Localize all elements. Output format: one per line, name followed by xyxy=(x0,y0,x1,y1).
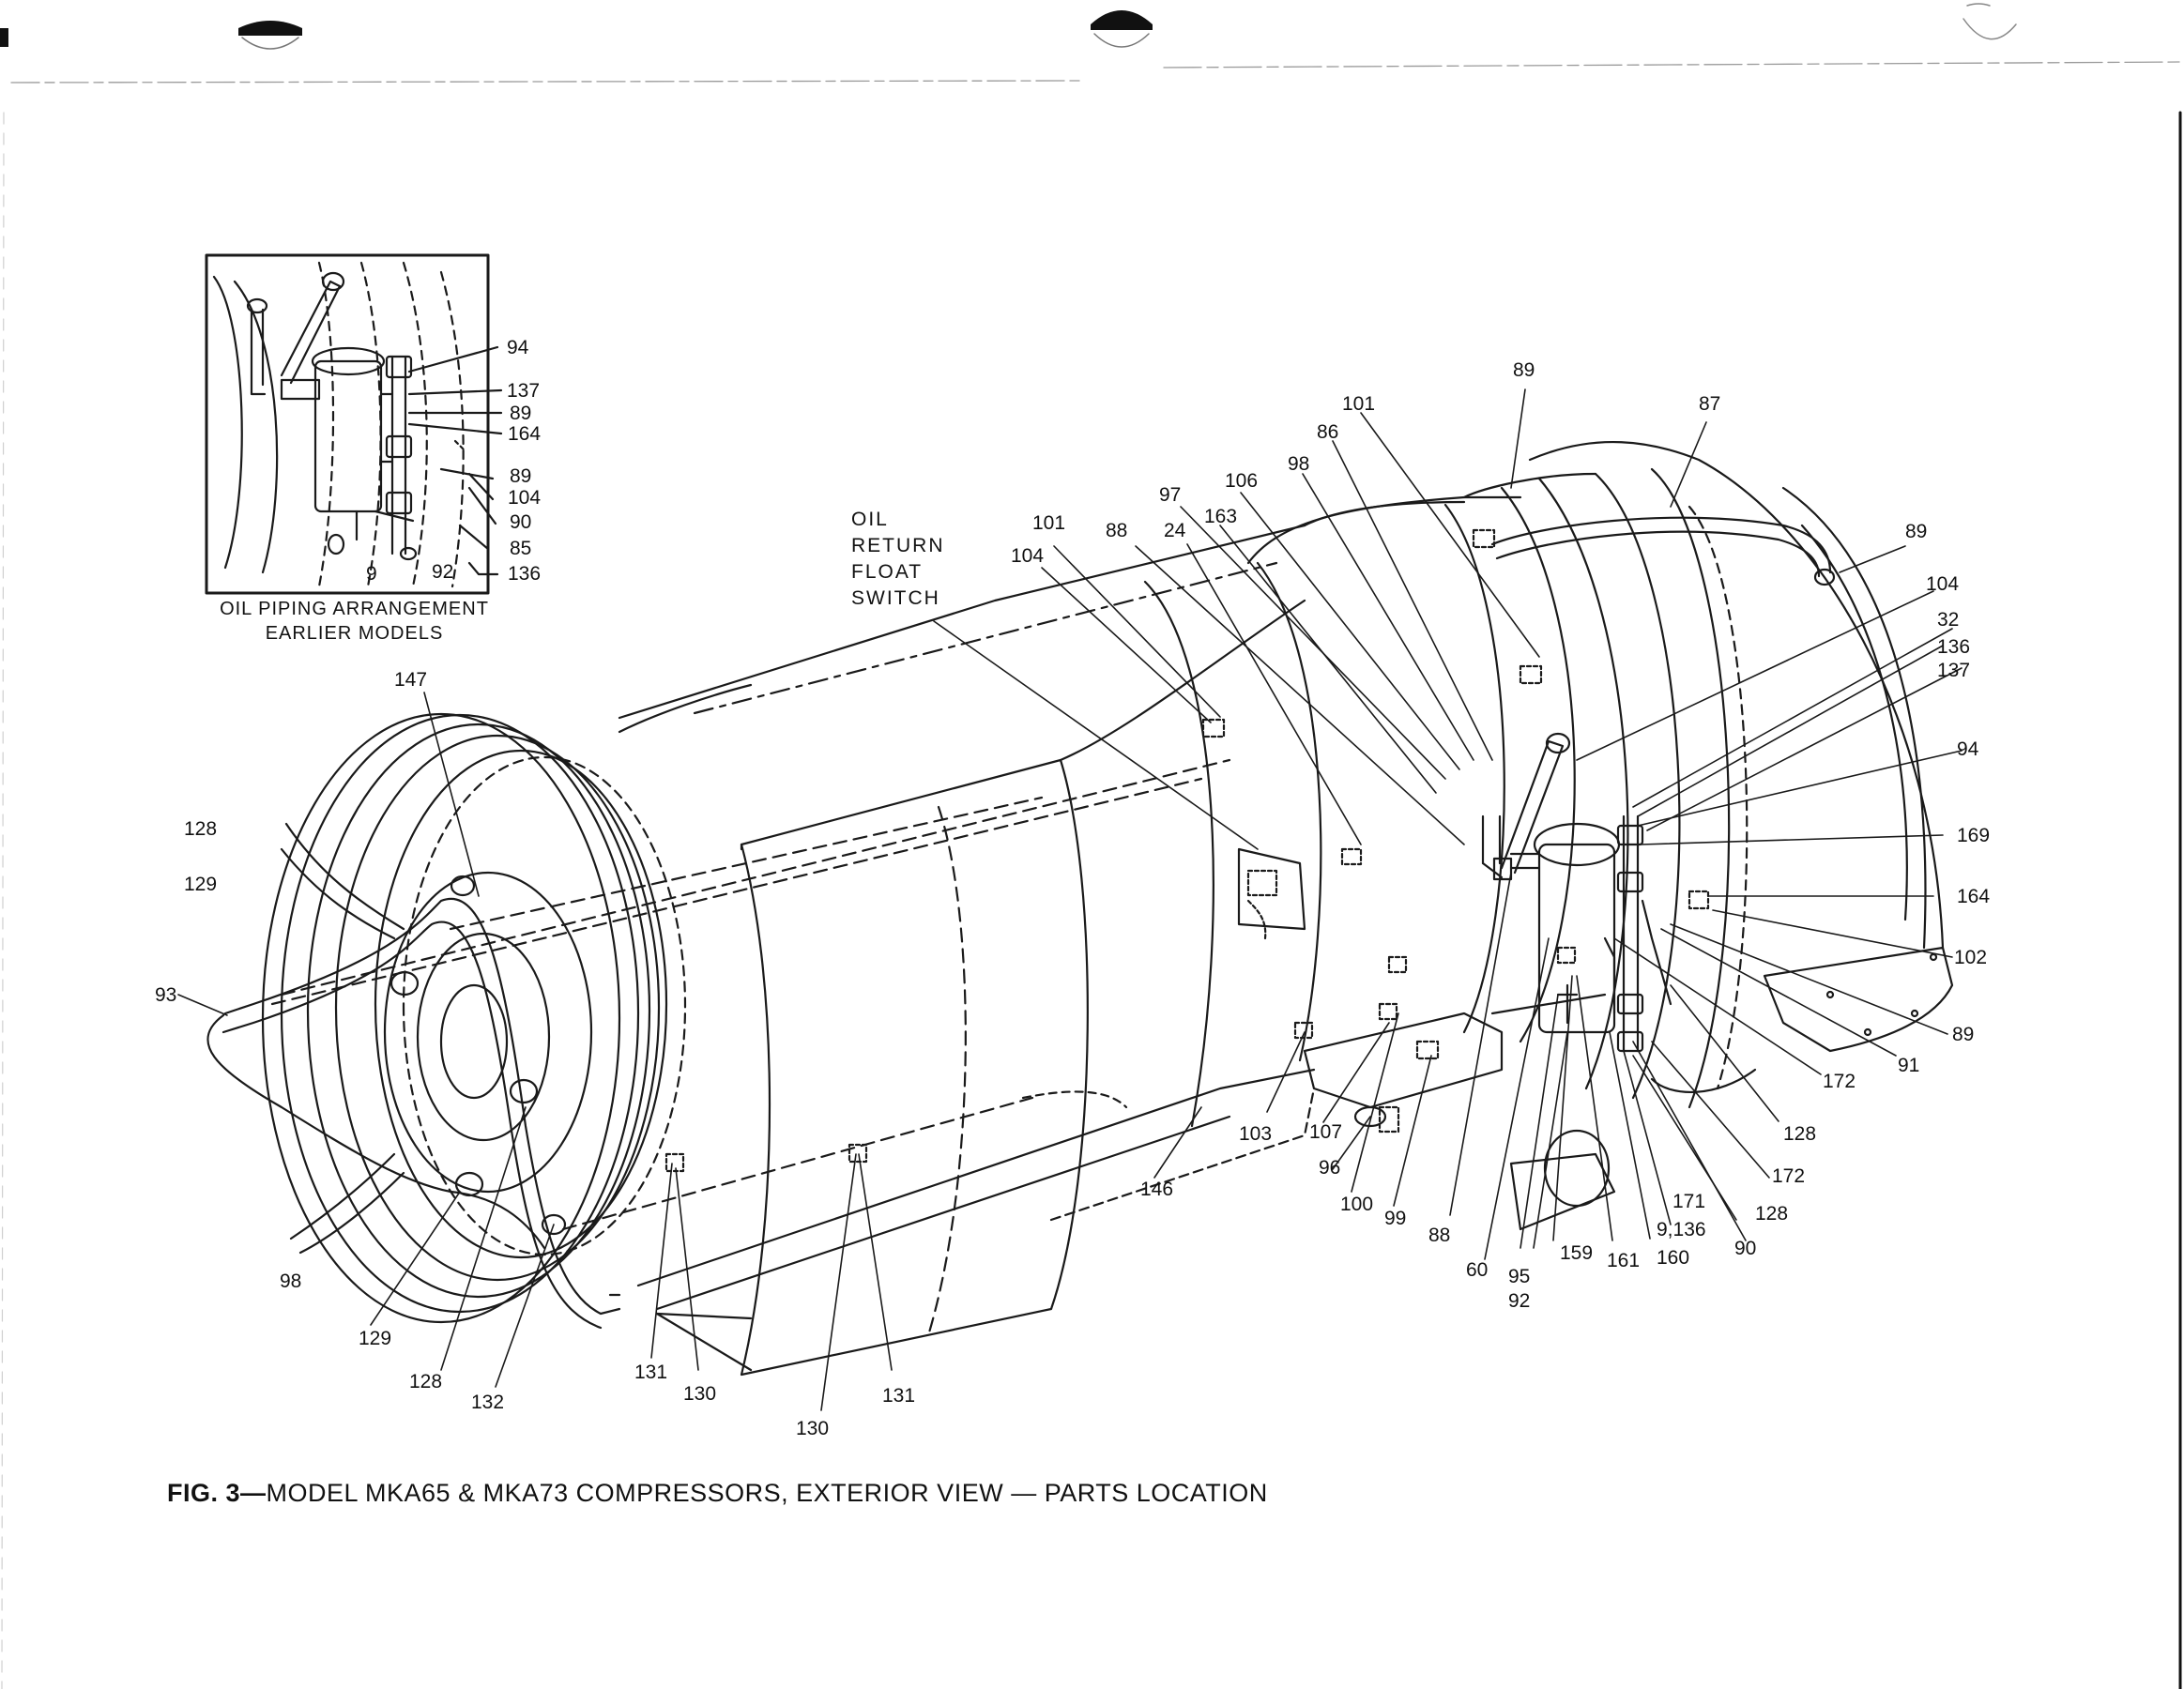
callout: 97 xyxy=(1159,484,1182,506)
inset-caption-line2: EARLIER MODELS xyxy=(265,623,444,644)
callout: 32 xyxy=(1937,609,1960,631)
callout: 90 xyxy=(1734,1238,1757,1259)
callout: 86 xyxy=(1317,421,1339,443)
callout: 169 xyxy=(1957,825,1991,846)
figure-number: FIG. 3— xyxy=(167,1479,267,1507)
inset-label-85: 85 xyxy=(510,538,532,559)
callout: 129 xyxy=(184,874,218,895)
callout: 89 xyxy=(1513,359,1535,381)
callout: 136 xyxy=(1937,636,1971,658)
callout: 95 xyxy=(1508,1266,1531,1287)
callout: 147 xyxy=(394,669,428,691)
inset-caption-line1: OIL PIPING ARRANGEMENT xyxy=(220,599,489,619)
callout: 98 xyxy=(1288,453,1310,475)
callout: 98 xyxy=(280,1271,302,1292)
callout: 159 xyxy=(1560,1242,1594,1264)
callout: 9,136 xyxy=(1657,1219,1706,1240)
oil-return-float-switch-label: OIL RETURN FLOAT SWITCH xyxy=(851,507,945,612)
callout: 91 xyxy=(1898,1055,1920,1076)
callout: 130 xyxy=(796,1418,830,1439)
callout: 106 xyxy=(1225,470,1259,492)
callout: 146 xyxy=(1140,1179,1174,1200)
callout: 92 xyxy=(1508,1290,1531,1312)
inset-label-94: 94 xyxy=(507,337,529,358)
callout: 88 xyxy=(1428,1225,1451,1246)
callout: 93 xyxy=(155,984,177,1006)
callout: 131 xyxy=(634,1362,668,1383)
callout: 89 xyxy=(1905,521,1928,542)
callout: 88 xyxy=(1106,520,1128,541)
page-marks xyxy=(0,3,2184,1689)
callout: 172 xyxy=(1823,1071,1856,1092)
callout: 130 xyxy=(683,1383,717,1405)
callout: 24 xyxy=(1164,520,1186,541)
figure-title: MODEL MKA65 & MKA73 COMPRESSORS, EXTERIO… xyxy=(266,1479,1268,1507)
callout: 164 xyxy=(1957,886,1991,907)
callout: 107 xyxy=(1309,1121,1343,1143)
float-label-line3: FLOAT xyxy=(851,561,924,583)
callout: 104 xyxy=(1926,573,1960,595)
callout: 96 xyxy=(1319,1157,1341,1179)
callout: 101 xyxy=(1032,512,1066,534)
inset-label-104: 104 xyxy=(508,487,542,509)
callout: 128 xyxy=(1783,1123,1817,1145)
callout: 160 xyxy=(1657,1247,1690,1269)
figure-caption: FIG. 3—MODEL MKA65 & MKA73 COMPRESSORS, … xyxy=(167,1479,1268,1508)
callout: 103 xyxy=(1239,1123,1273,1145)
callout: 100 xyxy=(1340,1194,1374,1215)
inset-label-92: 92 xyxy=(432,561,454,583)
callout: 128 xyxy=(184,818,218,840)
callout: 102 xyxy=(1954,947,1988,968)
callout: 132 xyxy=(471,1392,505,1413)
float-label-line4: SWITCH xyxy=(851,587,940,609)
callout: 60 xyxy=(1466,1259,1489,1281)
callout: 163 xyxy=(1204,506,1238,527)
inset-label-89b: 89 xyxy=(510,465,532,487)
callout: 129 xyxy=(359,1328,392,1349)
inset-box xyxy=(205,253,503,595)
callout: 137 xyxy=(1937,660,1971,681)
callout: 172 xyxy=(1772,1165,1806,1187)
inset-label-90: 90 xyxy=(510,511,532,533)
callout: 128 xyxy=(1755,1203,1789,1225)
callout: 99 xyxy=(1384,1208,1407,1229)
inset-label-9: 9 xyxy=(366,563,377,585)
callout: 94 xyxy=(1957,738,1979,760)
callout: 89 xyxy=(1952,1024,1975,1045)
inset-label-164: 164 xyxy=(508,423,542,445)
callout: 87 xyxy=(1699,393,1721,415)
callout: 128 xyxy=(409,1371,443,1392)
inset-label-136: 136 xyxy=(508,563,542,585)
callout: 171 xyxy=(1672,1191,1706,1212)
callout: 161 xyxy=(1607,1250,1641,1271)
inset-label-89a: 89 xyxy=(510,403,532,424)
float-label-line2: RETURN xyxy=(851,535,945,556)
callout: 104 xyxy=(1011,545,1045,567)
callout-leaders xyxy=(177,388,1963,1411)
compressor-body xyxy=(206,441,1954,1377)
inset-label-137: 137 xyxy=(507,380,541,402)
float-label-line1: OIL xyxy=(851,509,889,530)
callout: 101 xyxy=(1342,393,1376,415)
callout: 131 xyxy=(882,1385,916,1407)
